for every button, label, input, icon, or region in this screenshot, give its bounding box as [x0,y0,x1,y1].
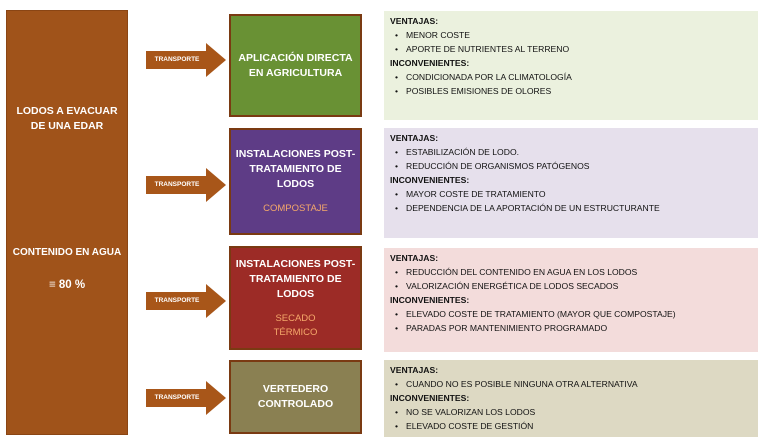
water-content-value: ≡ 80 % [48,279,86,291]
disadvantage-item: NO SE VALORIZAN LOS LODOS [390,405,752,419]
pros-cons-panel-composting: VENTAJAS: ESTABILIZACIÓN DE LODO. REDUCC… [384,128,758,238]
option-title: INSTALACIONES POST-TRATAMIENTO DE LODOS [235,257,356,300]
pros-cons-panel-thermal-drying: VENTAJAS: REDUCCIÓN DEL CONTENIDO EN AGU… [384,248,758,352]
disadvantage-item: ELEVADO COSTE DE GESTIÓN [390,419,752,433]
advantage-item: ESTABILIZACIÓN DE LODO. [390,145,752,159]
advantage-item: CUANDO NO ES POSIBLE NINGUNA OTRA ALTERN… [390,377,752,391]
option-subtitle: COMPOSTAJE [263,203,328,214]
transport-arrow: TRANSPORTE [146,168,226,202]
advantages-heading: VENTAJAS: [390,253,439,263]
arrow-head [206,168,226,202]
advantages-heading: VENTAJAS: [390,133,439,143]
option-box-composting: INSTALACIONES POST-TRATAMIENTO DE LODOS … [229,128,362,235]
transport-label: TRANSPORTE [154,181,200,188]
disadvantages-heading: INCONVENIENTES: [390,58,470,68]
arrow-shaft [146,176,208,194]
option-box-agriculture: APLICACIÓN DIRECTA EN AGRICULTURA [229,14,362,117]
transport-arrow: TRANSPORTE [146,381,226,415]
sludge-source-box: LODOS A EVACUAR DE UNA EDAR CONTENIDO EN… [6,10,128,435]
option-box-thermal-drying: INSTALACIONES POST-TRATAMIENTO DE LODOS … [229,246,362,350]
disadvantages-heading: INCONVENIENTES: [390,393,470,403]
option-title: APLICACIÓN DIRECTA EN AGRICULTURA [238,51,353,79]
advantage-item: VALORIZACIÓN ENERGÉTICA DE LODOS SECADOS [390,279,752,293]
disadvantage-item: ELEVADO COSTE DE TRATAMIENTO (MAYOR QUE … [390,307,752,321]
transport-label: TRANSPORTE [154,56,200,63]
option-subtitle: SECADO TÉRMICO [273,312,318,338]
disadvantage-item: DEPENDENCIA DE LA APORTACIÓN DE UN ESTRU… [390,201,752,215]
arrow-head [206,43,226,77]
advantage-item: APORTE DE NUTRIENTES AL TERRENO [390,42,752,56]
option-title: VERTEDERO CONTROLADO [257,383,334,410]
arrow-shaft [146,389,208,407]
transport-label: TRANSPORTE [154,394,200,401]
pros-cons-panel-agriculture: VENTAJAS: MENOR COSTE APORTE DE NUTRIENT… [384,11,758,120]
advantage-item: MENOR COSTE [390,28,752,42]
advantage-item: REDUCCIÓN DEL CONTENIDO EN AGUA EN LOS L… [390,265,752,279]
option-box-landfill: VERTEDERO CONTROLADO [229,360,362,434]
disadvantage-item: PARADAS POR MANTENIMIENTO PROGRAMADO [390,321,752,335]
arrow-shaft [146,51,208,69]
advantages-heading: VENTAJAS: [390,365,439,375]
source-title: LODOS A EVACUAR DE UNA EDAR [16,105,118,132]
arrow-head [206,284,226,318]
disadvantage-item: CONDICIONADA POR LA CLIMATOLOGÍA [390,70,752,84]
transport-arrow: TRANSPORTE [146,43,226,77]
advantages-heading: VENTAJAS: [390,16,439,26]
option-title: INSTALACIONES POST-TRATAMIENTO DE LODOS [235,148,356,190]
disadvantages-heading: INCONVENIENTES: [390,175,470,185]
pros-cons-panel-landfill: VENTAJAS: CUANDO NO ES POSIBLE NINGUNA O… [384,360,758,437]
water-content-label: CONTENIDO EN AGUA [12,247,122,258]
disadvantages-heading: INCONVENIENTES: [390,295,470,305]
arrow-head [206,381,226,415]
disadvantage-item: MAYOR COSTE DE TRATAMIENTO [390,187,752,201]
advantage-item: REDUCCIÓN DE ORGANISMOS PATÓGENOS [390,159,752,173]
disadvantage-item: POSIBLES EMISIONES DE OLORES [390,84,752,98]
arrow-shaft [146,292,208,310]
transport-arrow: TRANSPORTE [146,284,226,318]
transport-label: TRANSPORTE [154,297,200,304]
